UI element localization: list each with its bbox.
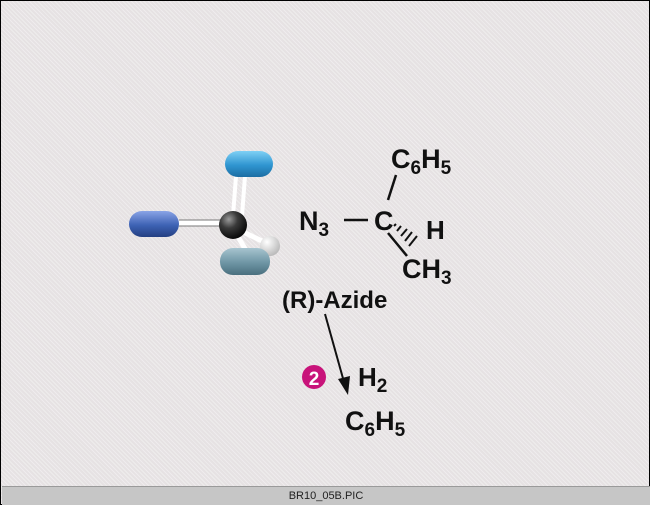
bond-outlines	[179, 219, 224, 227]
phenyl-label: C6H5	[391, 144, 452, 179]
central-carbon-label: C	[374, 206, 394, 236]
filename-label: BR10_05B.PIC	[288, 490, 364, 502]
step-badge-number: 2	[309, 369, 320, 390]
phenyl-blob-icon	[225, 151, 273, 177]
hydrogen-label: H	[426, 215, 445, 245]
methyl-label: CH3	[402, 254, 452, 289]
bond-c-phenyl	[386, 174, 398, 201]
carbon-atom-icon	[219, 211, 247, 239]
azide-label: N3	[299, 206, 329, 241]
product-label: C6H5	[345, 406, 406, 441]
structural-formula: C6H5 N3 C H CH3	[282, 144, 452, 314]
step-badge	[302, 365, 326, 389]
azide-blob-icon	[129, 211, 179, 237]
methyl-blob-icon	[220, 248, 270, 275]
reagent-label: H2	[358, 362, 387, 397]
reaction-diagram: C6H5 N3 C H CH3	[129, 144, 452, 441]
bond-sticks	[176, 174, 267, 255]
compound-name: (R)-Azide	[282, 287, 387, 314]
reaction-arrow-head-icon	[338, 376, 350, 395]
reaction-step: 2 H2 C6H5	[302, 313, 406, 441]
bond-c-methyl	[387, 232, 408, 257]
ball-and-stick-model	[129, 151, 280, 275]
reaction-arrow-shaft	[324, 313, 345, 383]
hashed-wedge-bond	[393, 223, 418, 247]
filename-footer: BR10_05B.PIC	[2, 486, 650, 505]
